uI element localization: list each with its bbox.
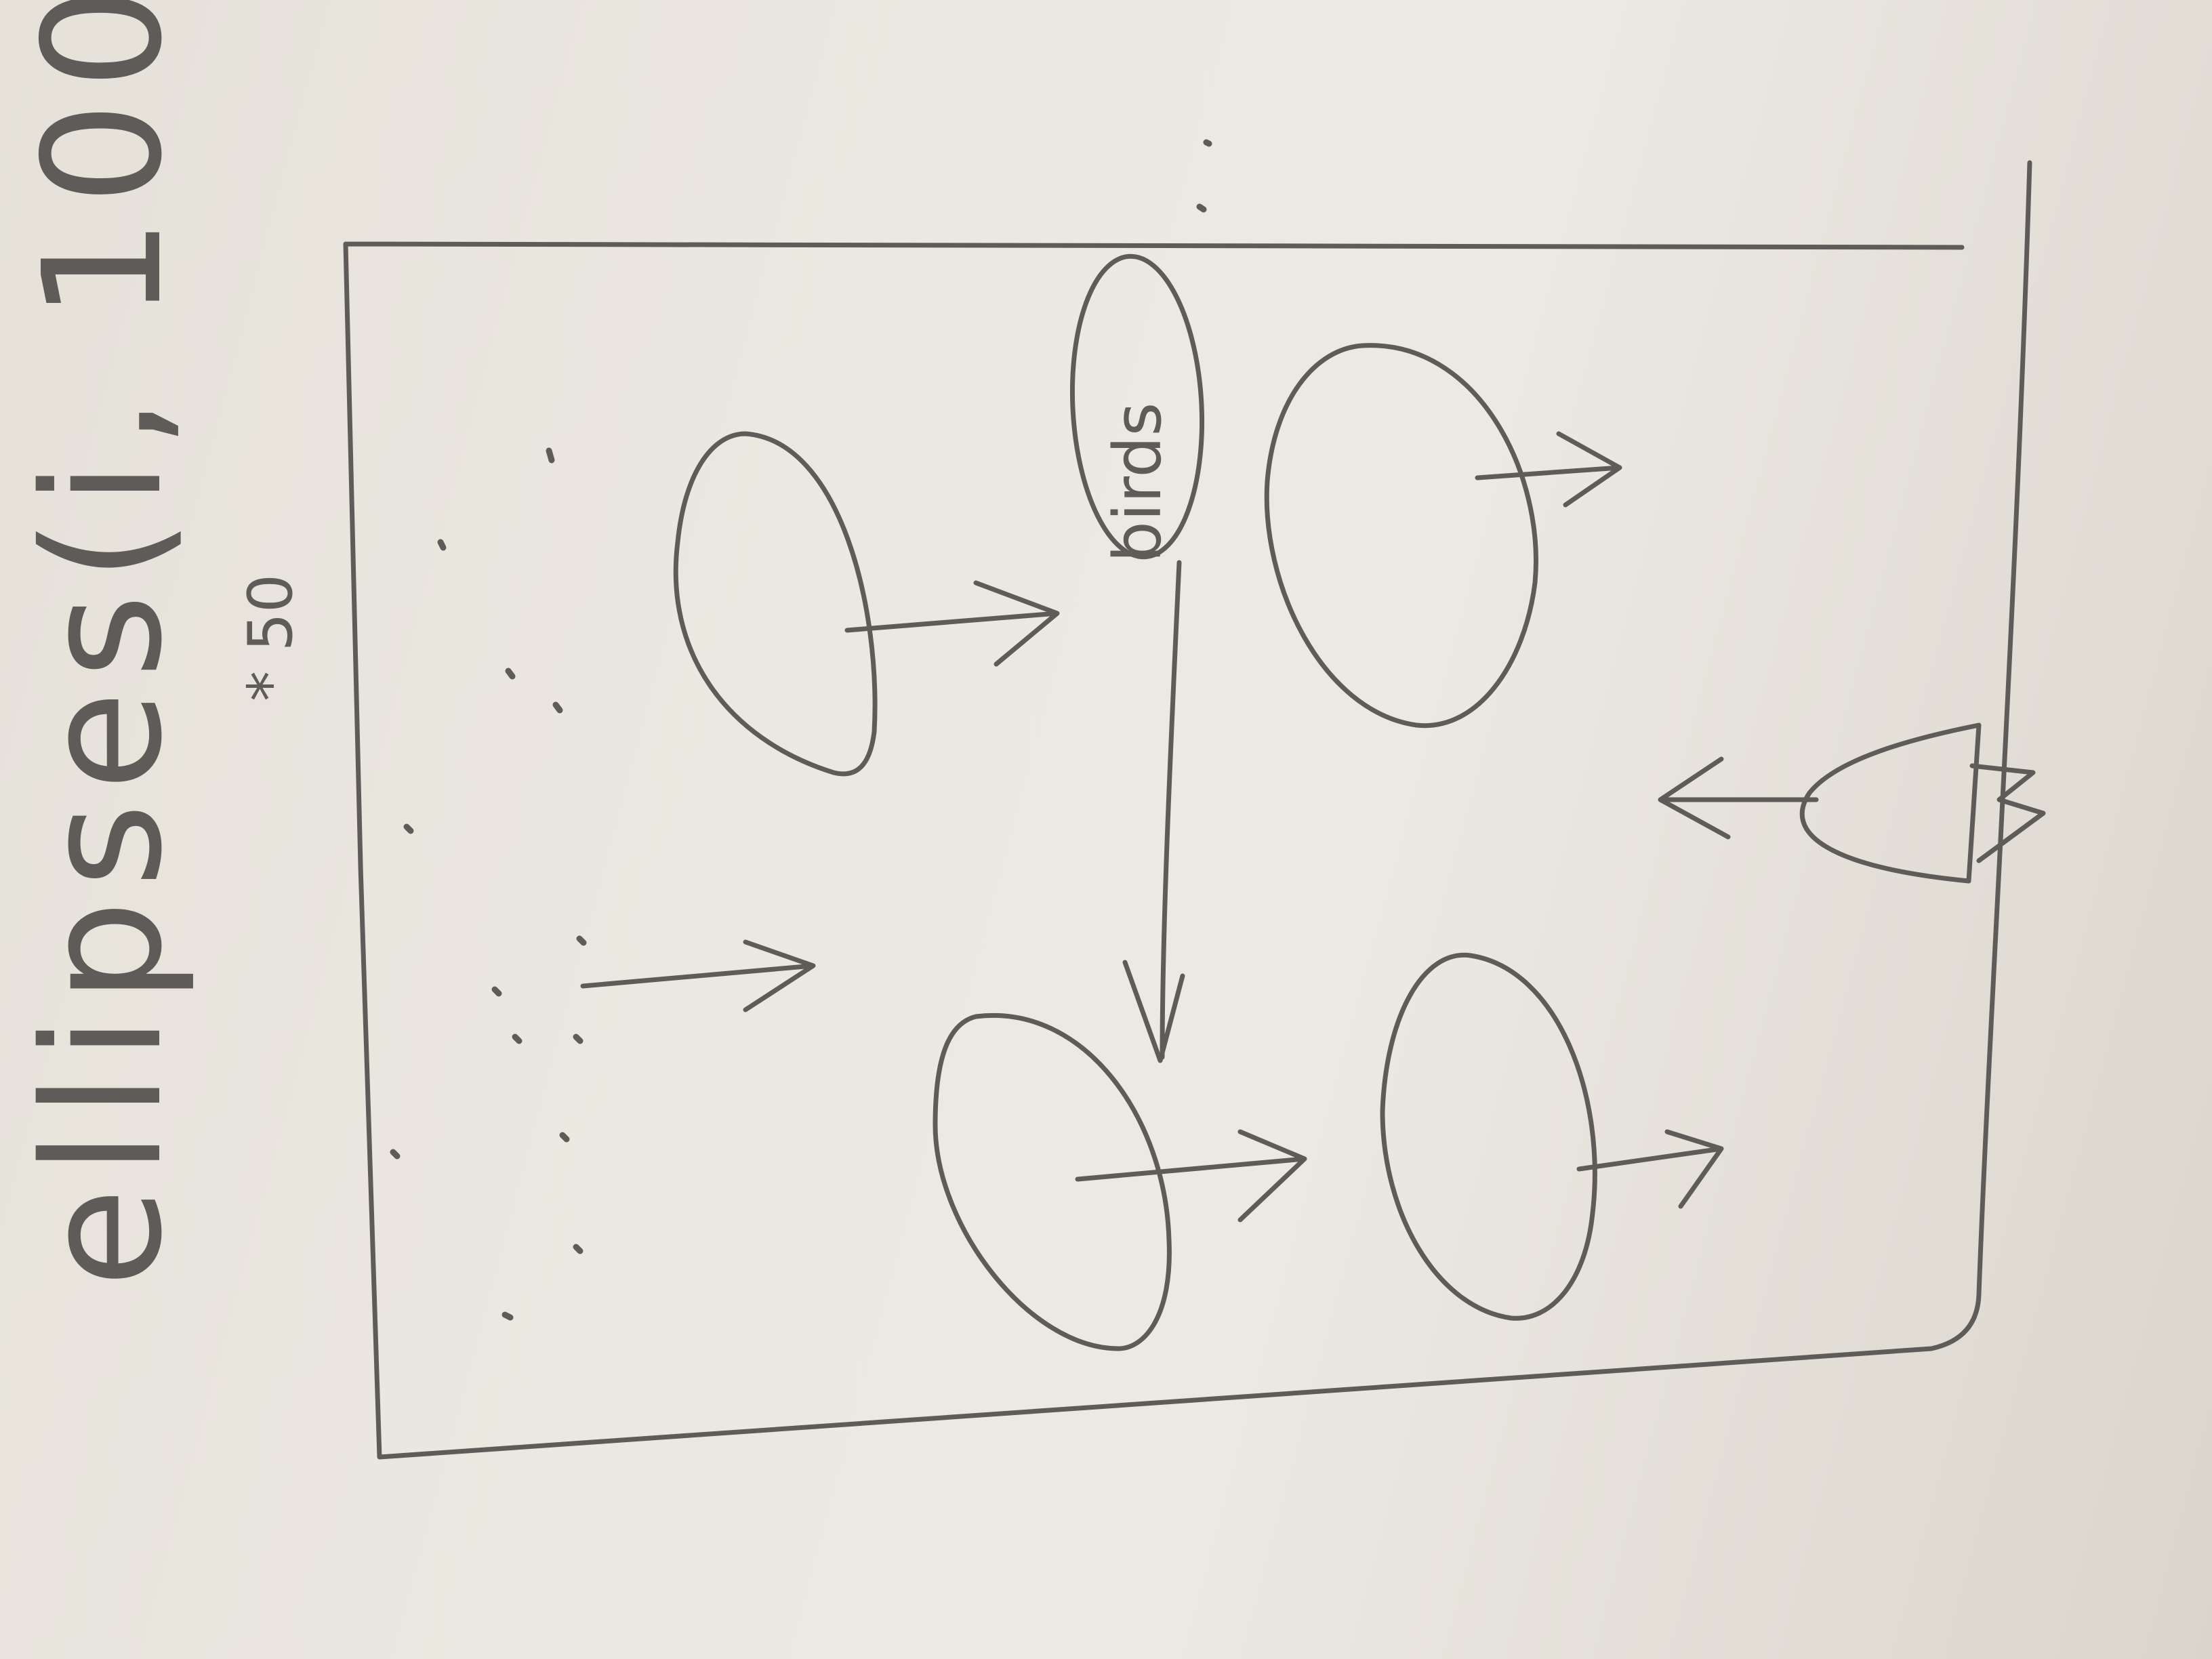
bubble-label: birds bbox=[1100, 403, 1176, 562]
heading-annotation: * 50 bbox=[235, 574, 306, 701]
canvas-frame bbox=[343, 160, 2032, 1460]
launch-arrow bbox=[1658, 756, 1819, 840]
dot bbox=[390, 1149, 401, 1160]
label-bubble bbox=[1069, 253, 1205, 560]
dot bbox=[1196, 203, 1207, 213]
scattered-dots bbox=[390, 139, 1212, 1321]
motion-arrow bbox=[844, 580, 1060, 667]
ellipse-shape bbox=[673, 431, 878, 777]
dot bbox=[546, 447, 555, 464]
dot bbox=[505, 668, 516, 680]
sketch-heading: ellipses(i, 100, 50, 5 bbox=[8, 0, 198, 1288]
dot bbox=[512, 1033, 523, 1044]
dot bbox=[491, 986, 502, 997]
dot bbox=[576, 935, 587, 946]
ink-layer bbox=[343, 139, 2046, 1460]
motion-arrow bbox=[1475, 431, 1622, 508]
dot bbox=[573, 1244, 583, 1254]
dot bbox=[559, 1132, 570, 1143]
dot bbox=[403, 823, 414, 834]
dot bbox=[552, 701, 563, 714]
dot bbox=[1203, 139, 1212, 147]
dot bbox=[437, 539, 447, 551]
ellipse-shape bbox=[933, 1012, 1172, 1351]
ellipse-shape bbox=[1264, 343, 1538, 729]
motion-arrow bbox=[1075, 1129, 1307, 1223]
connector-arrow bbox=[1122, 560, 1185, 1063]
dot bbox=[501, 1311, 514, 1321]
ellipse-shape bbox=[1380, 952, 1597, 1321]
motion-arrow bbox=[1576, 1129, 1724, 1209]
motion-arrow bbox=[580, 939, 816, 1012]
dot bbox=[573, 1033, 583, 1044]
